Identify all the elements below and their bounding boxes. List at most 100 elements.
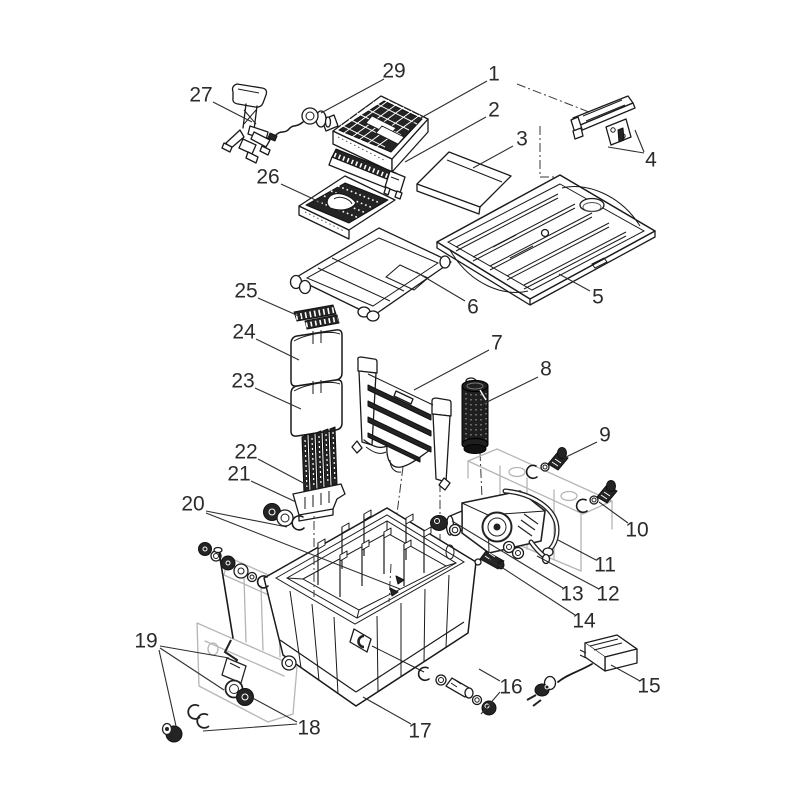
- callout-11: 11: [557, 539, 616, 577]
- callout-6: 6: [415, 271, 479, 319]
- part-number-22: 22: [234, 441, 257, 464]
- part-number-12: 12: [596, 583, 619, 606]
- part-number-10: 10: [625, 519, 648, 542]
- part-number-23: 23: [231, 370, 254, 393]
- leader-line-29: [320, 78, 385, 114]
- part-number-8: 8: [540, 358, 552, 381]
- leader-line-20: [205, 510, 288, 528]
- callout-26: 26: [256, 166, 323, 204]
- leader-line-27: [212, 101, 253, 123]
- part-2-grate-bar: [328, 148, 406, 200]
- leader-line-9: [563, 441, 598, 459]
- part-10-hose-fitting: [575, 480, 618, 514]
- leader-line-2: [404, 116, 487, 163]
- callout-19: 19: [134, 630, 230, 727]
- callout-14: 14: [488, 558, 596, 633]
- part-number-27: 27: [189, 84, 212, 107]
- leader-line-24: [255, 338, 300, 361]
- part-4-latch-assembly: [570, 95, 636, 146]
- leader-line-18: [248, 695, 298, 723]
- pump-assembly: [430, 488, 560, 570]
- callout-21: 21: [227, 463, 297, 503]
- part-number-17: 17: [408, 720, 431, 743]
- part-27-holder-stand: [221, 83, 271, 164]
- part-number-5: 5: [592, 286, 604, 309]
- leader-line-19: [158, 649, 177, 727]
- leader-line-14: [488, 558, 576, 616]
- part-22-brush-strips: [301, 426, 338, 495]
- callout-13: 13: [451, 520, 584, 606]
- callout-12: 12: [536, 555, 620, 606]
- callout-22: 22: [234, 441, 310, 487]
- callout-20: 20: [181, 493, 401, 590]
- leader-line-7: [413, 349, 490, 391]
- leader-line-15: [610, 664, 641, 682]
- callout-10: 10: [598, 501, 649, 542]
- part-26-perforated-tray: [298, 175, 396, 240]
- callout-18: 18: [202, 695, 321, 740]
- part-8-bio-cylinder: [461, 377, 489, 454]
- part-number-29: 29: [382, 60, 405, 83]
- leader-line-25: [257, 297, 302, 318]
- callout-5: 5: [558, 273, 604, 309]
- callout-27: 27: [189, 84, 253, 123]
- callout-layer: 1234567891011121314151617181920212223242…: [134, 60, 660, 743]
- leader-line-19: [159, 647, 225, 691]
- leader-line-19: [159, 645, 230, 659]
- callout-15: 15: [610, 664, 661, 698]
- leader-line-5: [558, 273, 591, 292]
- part-5-cover-lid: [436, 174, 656, 306]
- part-number-16: 16: [499, 676, 522, 699]
- part-11-hose-loop: [502, 488, 560, 557]
- callout-9: 9: [563, 424, 611, 459]
- callout-8: 8: [482, 358, 552, 405]
- part-number-19: 19: [134, 630, 157, 653]
- part-number-3: 3: [516, 128, 528, 151]
- leader-line-26: [280, 183, 323, 204]
- part-number-25: 25: [234, 280, 257, 303]
- callout-17: 17: [362, 696, 432, 743]
- callout-29: 29: [320, 60, 406, 114]
- leader-line-18: [202, 723, 298, 732]
- part-number-20: 20: [181, 493, 204, 516]
- callout-7: 7: [413, 332, 503, 391]
- part-17-filter-container: [263, 507, 477, 707]
- part-1-grid-insert: [321, 95, 429, 173]
- leader-line-16: [478, 668, 501, 682]
- callout-4: 4: [607, 129, 657, 172]
- part-7-filter-panel: [351, 356, 452, 491]
- part-number-26: 26: [256, 166, 279, 189]
- leader-line-8: [482, 376, 539, 405]
- leader-line-4: [607, 146, 645, 154]
- part-25-grate-insert: [293, 304, 340, 330]
- part-21-comb-holder: [292, 483, 346, 522]
- part-number-11: 11: [594, 554, 616, 577]
- alignment-axis-overlay: [313, 556, 392, 603]
- part-29-rotor-unit: [263, 107, 332, 142]
- leader-line-11: [557, 539, 597, 561]
- inlet-fitting-chain: [198, 542, 269, 589]
- part-9-hose-fitting: [525, 447, 569, 480]
- part-20-sleeve-and-clip: [263, 503, 305, 531]
- part-number-14: 14: [572, 610, 596, 633]
- callout-1: 1: [409, 63, 500, 125]
- callout-25: 25: [234, 280, 302, 318]
- part-number-18: 18: [297, 717, 320, 740]
- part-6-carrier-frame: [289, 227, 452, 322]
- container-pins: [317, 509, 432, 597]
- part-24-foam-block: [290, 329, 343, 387]
- leader-line-3: [472, 145, 514, 169]
- leader-line-1: [409, 80, 488, 125]
- leader-line-21: [250, 480, 297, 503]
- part-number-4: 4: [645, 149, 657, 172]
- leader-line-4: [634, 129, 645, 153]
- leader-line-23: [254, 387, 302, 410]
- part-number-1: 1: [488, 63, 500, 86]
- leader-line-16: [480, 691, 501, 715]
- callout-16: 16: [478, 668, 523, 715]
- part-3-filter-mat: [416, 151, 512, 215]
- leader-line-22: [257, 458, 310, 487]
- part-number-7: 7: [491, 332, 503, 355]
- part-number-24: 24: [232, 321, 256, 344]
